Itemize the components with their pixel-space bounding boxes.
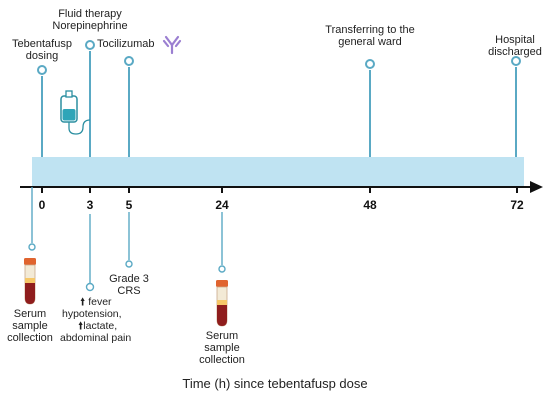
pin-head-transfer	[365, 59, 375, 69]
axis-arrowhead	[530, 181, 543, 193]
blood-tube-icon	[24, 258, 36, 305]
pin-head-serum0	[28, 243, 36, 251]
antibody-icon	[162, 35, 182, 55]
pin-head-symptoms	[85, 282, 95, 292]
tick-label-24: 24	[215, 198, 229, 212]
blood-tube-icon-24	[216, 280, 228, 327]
pin-head-discharge	[511, 56, 521, 66]
arrow-up-icon: 🠙	[80, 296, 86, 308]
tick-label-0: 0	[38, 198, 46, 212]
tick-label-48: 48	[363, 198, 377, 212]
pin-head-tocilizumab	[124, 56, 134, 66]
label-symptoms: 🠙 fever hypotension, 🠙lactate, abdominal…	[60, 296, 132, 344]
x-axis-label: Time (h) since tebentafusp dose	[182, 376, 368, 391]
timeline-band	[32, 157, 524, 187]
tick-label-3: 3	[86, 198, 94, 212]
arrow-up-icon-2: 🠙	[78, 320, 84, 332]
tick-marks	[41, 187, 518, 193]
pin-head-tebentafusp	[37, 65, 47, 75]
pin-head-fluid	[85, 40, 95, 50]
iv-bag-icon	[60, 90, 91, 135]
pin-head-grade3	[125, 260, 133, 268]
tick-label-72: 72	[510, 198, 524, 212]
label-tocilizumab: Tocilizumab	[97, 38, 155, 50]
pin-head-serum24	[218, 265, 226, 273]
tick-label-5: 5	[125, 198, 133, 212]
